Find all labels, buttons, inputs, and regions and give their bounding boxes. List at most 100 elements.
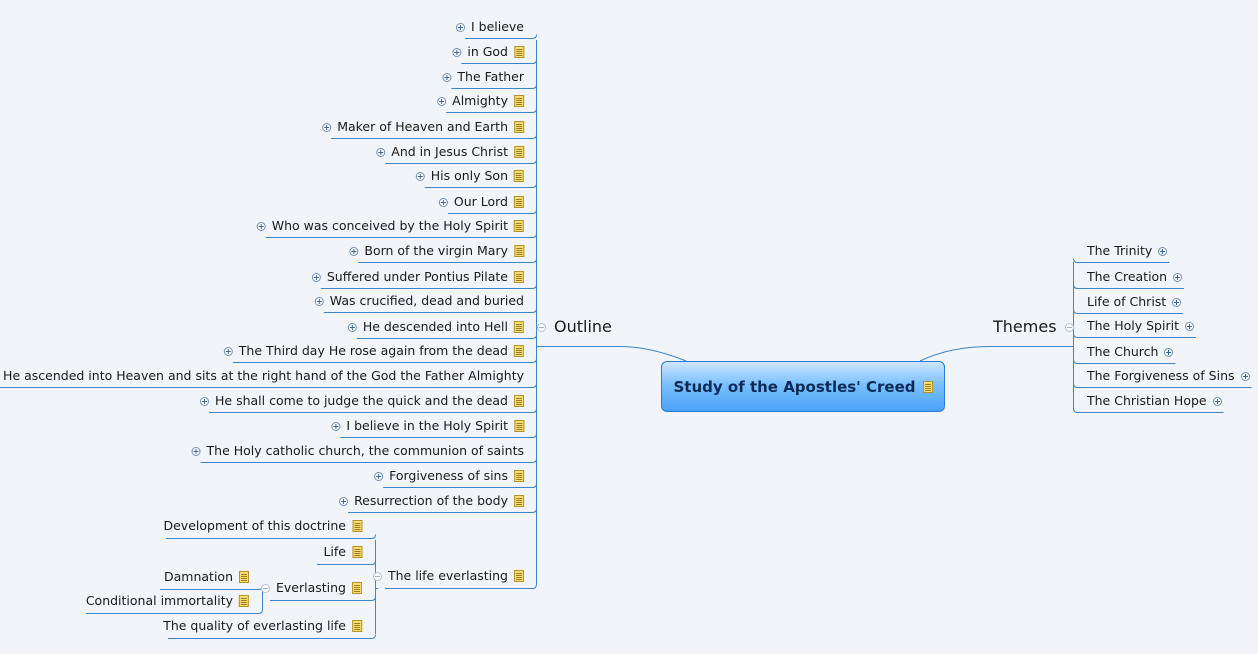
note-icon[interactable] bbox=[352, 546, 362, 558]
expand-icon[interactable] bbox=[200, 396, 209, 406]
note-icon[interactable] bbox=[514, 570, 524, 582]
expand-icon[interactable] bbox=[1184, 321, 1194, 331]
outline-item-life-everlasting[interactable]: The life everlasting bbox=[372, 566, 524, 586]
life-child-life[interactable]: Life bbox=[323, 542, 362, 562]
outline-item[interactable]: Suffered under Pontius Pilate bbox=[311, 267, 524, 287]
expand-icon[interactable] bbox=[437, 96, 447, 106]
outline-item[interactable]: The Third day He rose again from the dea… bbox=[223, 341, 524, 361]
note-icon[interactable] bbox=[514, 470, 524, 482]
expand-icon[interactable] bbox=[438, 197, 448, 207]
expand-icon[interactable] bbox=[339, 496, 349, 506]
expand-icon[interactable] bbox=[256, 221, 266, 231]
expand-icon[interactable] bbox=[415, 171, 425, 181]
expand-icon[interactable] bbox=[191, 446, 201, 456]
collapse-icon[interactable] bbox=[1064, 322, 1074, 332]
outline-item[interactable]: Forgiveness of sins bbox=[374, 466, 524, 486]
outline-item[interactable]: I believe bbox=[455, 17, 524, 37]
note-icon[interactable] bbox=[514, 395, 524, 407]
theme-item[interactable]: Life of Christ bbox=[1087, 292, 1182, 312]
outline-item[interactable]: The Holy catholic church, the communion … bbox=[191, 441, 524, 461]
note-icon[interactable] bbox=[514, 46, 524, 58]
expand-icon[interactable] bbox=[1164, 347, 1174, 357]
outline-branch[interactable]: Outline bbox=[537, 317, 612, 337]
connector bbox=[1073, 408, 1224, 413]
outline-item[interactable]: Who was conceived by the Holy Spirit bbox=[256, 216, 524, 236]
expand-icon[interactable] bbox=[1172, 297, 1182, 307]
note-icon[interactable] bbox=[352, 620, 362, 632]
node-label: Our Lord bbox=[453, 194, 508, 209]
note-icon[interactable] bbox=[514, 196, 524, 208]
node-label: I believe bbox=[470, 19, 524, 34]
note-icon[interactable] bbox=[514, 245, 524, 257]
life-child-quality[interactable]: The quality of everlasting life bbox=[163, 616, 362, 636]
expand-icon[interactable] bbox=[374, 471, 384, 481]
outline-item[interactable]: Our Lord bbox=[438, 192, 524, 212]
expand-icon[interactable] bbox=[347, 322, 357, 332]
theme-item[interactable]: The Holy Spirit bbox=[1087, 316, 1194, 336]
theme-item[interactable]: The Forgiveness of Sins bbox=[1087, 366, 1250, 386]
expand-icon[interactable] bbox=[376, 147, 386, 157]
life-child-everlasting[interactable]: Everlasting bbox=[260, 578, 362, 598]
note-icon[interactable] bbox=[239, 571, 249, 583]
expand-icon[interactable] bbox=[331, 421, 341, 431]
note-icon[interactable] bbox=[922, 380, 933, 393]
outline-item[interactable]: Resurrection of the body bbox=[339, 491, 524, 511]
outline-item[interactable]: I believe in the Holy Spirit bbox=[331, 416, 524, 436]
outline-item[interactable]: Almighty bbox=[437, 91, 524, 111]
node-label: The Christian Hope bbox=[1087, 393, 1207, 408]
note-icon[interactable] bbox=[514, 220, 524, 232]
theme-item[interactable]: The Creation bbox=[1087, 267, 1183, 287]
note-icon[interactable] bbox=[239, 595, 249, 607]
connector bbox=[464, 34, 537, 39]
connector bbox=[919, 346, 1074, 362]
connector bbox=[384, 583, 537, 589]
expand-icon[interactable] bbox=[442, 72, 452, 82]
outline-item[interactable]: in God bbox=[452, 42, 524, 62]
expand-icon[interactable] bbox=[1240, 371, 1250, 381]
life-child-development[interactable]: Development of this doctrine bbox=[163, 516, 362, 536]
node-label: The Forgiveness of Sins bbox=[1087, 368, 1235, 383]
theme-item[interactable]: The Trinity bbox=[1087, 241, 1168, 261]
outline-item[interactable]: Born of the virgin Mary bbox=[349, 241, 524, 261]
theme-item[interactable]: The Christian Hope bbox=[1087, 391, 1222, 411]
expand-icon[interactable] bbox=[455, 22, 465, 32]
note-icon[interactable] bbox=[514, 146, 524, 158]
node-label: Everlasting bbox=[275, 580, 346, 595]
expand-icon[interactable] bbox=[311, 272, 321, 282]
note-icon[interactable] bbox=[514, 170, 524, 182]
collapse-icon[interactable] bbox=[537, 322, 546, 332]
outline-item[interactable]: Maker of Heaven and Earth bbox=[322, 117, 524, 137]
outline-item[interactable]: Was crucified, dead and buried bbox=[314, 291, 524, 311]
note-icon[interactable] bbox=[514, 95, 524, 107]
everlasting-child-conditional[interactable]: Conditional immortality bbox=[86, 591, 249, 611]
note-icon[interactable] bbox=[514, 271, 524, 283]
theme-item[interactable]: The Church bbox=[1087, 342, 1174, 362]
note-icon[interactable] bbox=[514, 121, 524, 133]
expand-icon[interactable] bbox=[322, 122, 332, 132]
expand-icon[interactable] bbox=[314, 296, 324, 306]
outline-item[interactable]: His only Son bbox=[415, 166, 524, 186]
expand-icon[interactable] bbox=[1212, 396, 1222, 406]
note-icon[interactable] bbox=[514, 345, 524, 357]
collapse-icon[interactable] bbox=[260, 583, 270, 593]
outline-item[interactable]: He shall come to judge the quick and the… bbox=[200, 391, 524, 411]
note-icon[interactable] bbox=[352, 520, 362, 532]
note-icon[interactable] bbox=[514, 420, 524, 432]
outline-item[interactable]: And in Jesus Christ bbox=[376, 142, 524, 162]
node-label: The Holy catholic church, the communion … bbox=[206, 443, 524, 458]
note-icon[interactable] bbox=[514, 495, 524, 507]
expand-icon[interactable] bbox=[1158, 246, 1168, 256]
outline-item[interactable]: The Father bbox=[442, 67, 524, 87]
outline-item[interactable]: He ascended into Heaven and sits at the … bbox=[0, 366, 524, 386]
expand-icon[interactable] bbox=[223, 346, 233, 356]
note-icon[interactable] bbox=[352, 582, 362, 594]
themes-branch[interactable]: Themes bbox=[993, 317, 1074, 337]
expand-icon[interactable] bbox=[452, 47, 462, 57]
outline-item[interactable]: He descended into Hell bbox=[347, 317, 524, 337]
collapse-icon[interactable] bbox=[372, 571, 382, 581]
everlasting-child-damnation[interactable]: Damnation bbox=[164, 567, 249, 587]
expand-icon[interactable] bbox=[1173, 272, 1183, 282]
expand-icon[interactable] bbox=[349, 246, 359, 256]
note-icon[interactable] bbox=[514, 321, 524, 333]
central-topic[interactable]: Study of the Apostles' Creed bbox=[661, 361, 945, 412]
